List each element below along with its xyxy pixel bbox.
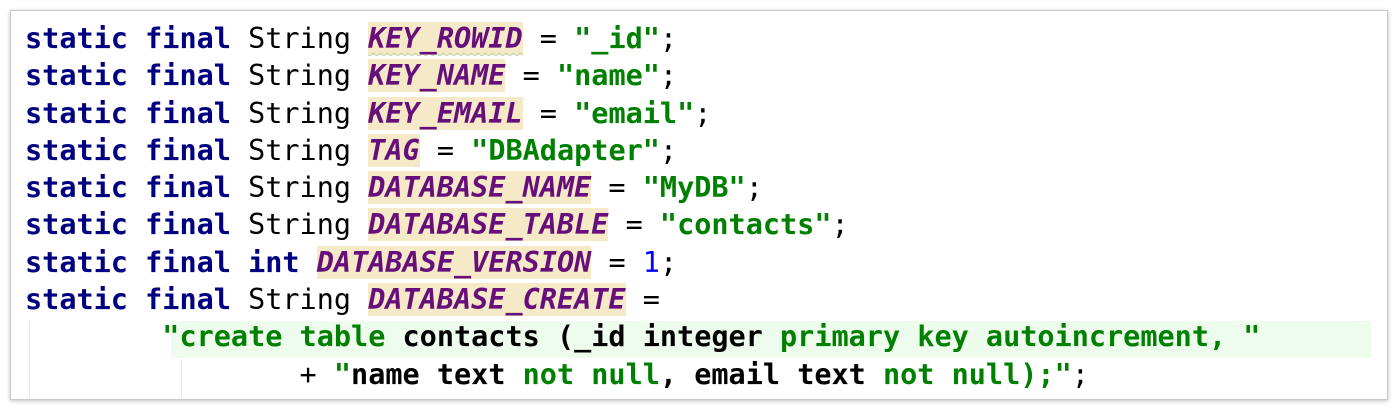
code-area[interactable]: static final String KEY_ROWID = "_id";st… [25, 20, 1260, 393]
code-token: = [591, 171, 643, 205]
code-token: String [230, 171, 369, 205]
code-token: KEY_ROWID [368, 22, 523, 55]
code-token: ; [1071, 357, 1089, 391]
code-token: TAG [368, 133, 420, 167]
code-token: static [25, 208, 128, 242]
code-token: not null [882, 357, 1021, 391]
code-token: "contacts" [659, 208, 832, 242]
code-token: primary key autoincrement [780, 320, 1209, 354]
code-token: static [25, 171, 128, 205]
code-token: DATABASE_VERSION [316, 245, 592, 279]
code-token: = [522, 22, 575, 55]
code-token [128, 283, 145, 316]
code-token [231, 246, 248, 279]
code-token: DATABASE_CREATE [368, 283, 626, 317]
code-token [128, 97, 145, 130]
code-token: = [522, 96, 575, 130]
code-token: = [591, 245, 643, 279]
code-token: String [230, 283, 369, 317]
code-token: "MyDB" [642, 171, 746, 205]
code-token: KEY_EMAIL [368, 96, 523, 130]
code-token: ; [745, 171, 763, 205]
code-token [25, 358, 300, 391]
code-token: " [333, 357, 352, 391]
code-token: String [230, 208, 369, 242]
code-token: String [230, 59, 369, 93]
code-token: final [145, 96, 231, 130]
code-token: DATABASE_TABLE [368, 208, 609, 242]
code-token: = [505, 59, 557, 93]
code-token: ; [659, 22, 678, 55]
code-token: final [145, 171, 231, 205]
code-token: KEY_NAME [368, 59, 506, 93]
code-line: static final String KEY_ROWID = "_id"; [25, 20, 1260, 57]
code-token [128, 171, 145, 204]
code-token [128, 208, 145, 241]
code-token: int [248, 245, 300, 279]
code-token: static [25, 133, 128, 167]
code-token: ; [694, 96, 712, 130]
code-token: , email text [659, 357, 883, 391]
indent-guide [29, 321, 30, 397]
code-token: 1 [642, 245, 660, 279]
code-line: static final int DATABASE_VERSION = 1; [25, 244, 1260, 281]
code-token: final [145, 59, 231, 93]
indent-guide [181, 359, 182, 397]
code-token [128, 134, 145, 167]
code-token: "email" [574, 96, 695, 130]
code-token: );" [1020, 357, 1072, 391]
code-token: static [25, 59, 128, 93]
code-token: ; [659, 59, 678, 93]
code-token: "_id" [574, 22, 660, 55]
code-token: final [145, 22, 231, 55]
code-token: String [230, 22, 369, 55]
code-token: final [145, 245, 231, 279]
code-token: static [25, 245, 128, 279]
code-token: contacts (_id integer [385, 320, 781, 354]
code-token [128, 246, 145, 279]
code-token: "DBAdapter" [471, 133, 660, 167]
code-token: String [230, 133, 369, 167]
code-token [128, 22, 145, 55]
code-token: + [299, 357, 334, 391]
code-line: static final String DATABASE_TABLE = "co… [25, 206, 1260, 243]
code-line: static final String DATABASE_CREATE = [25, 281, 1260, 318]
code-token: String [230, 96, 369, 130]
code-token: static [25, 22, 128, 55]
code-line: "create table contacts (_id integer prim… [25, 318, 1260, 355]
code-editor-panel: static final String KEY_ROWID = "_id";st… [10, 10, 1388, 400]
code-token: "name" [556, 59, 660, 93]
code-token: ; [659, 133, 678, 167]
code-token: , " [1208, 320, 1261, 354]
code-line: + "name text not null, email text not nu… [25, 356, 1260, 393]
code-line: static final String KEY_NAME = "name"; [25, 57, 1260, 94]
code-token: = [625, 283, 660, 317]
code-token: " [162, 320, 180, 354]
code-token: create table [179, 320, 386, 354]
code-token: not null [522, 357, 660, 391]
code-token: static [25, 96, 128, 130]
code-token: ; [831, 208, 849, 242]
code-token: final [145, 208, 231, 242]
code-token [300, 246, 317, 279]
code-token: final [145, 283, 231, 317]
code-token: ; [659, 245, 678, 279]
code-token [128, 59, 145, 92]
code-token: name text [351, 357, 523, 391]
code-token: = [608, 208, 660, 242]
code-token: = [419, 133, 472, 167]
code-token [25, 320, 162, 353]
code-line: static final String TAG = "DBAdapter"; [25, 132, 1260, 169]
code-token: DATABASE_NAME [368, 171, 592, 205]
code-token: static [25, 283, 128, 317]
code-line: static final String KEY_EMAIL = "email"; [25, 95, 1260, 132]
code-token: final [145, 133, 231, 167]
injected-language-highlight [171, 321, 1371, 358]
code-line: static final String DATABASE_NAME = "MyD… [25, 169, 1260, 206]
